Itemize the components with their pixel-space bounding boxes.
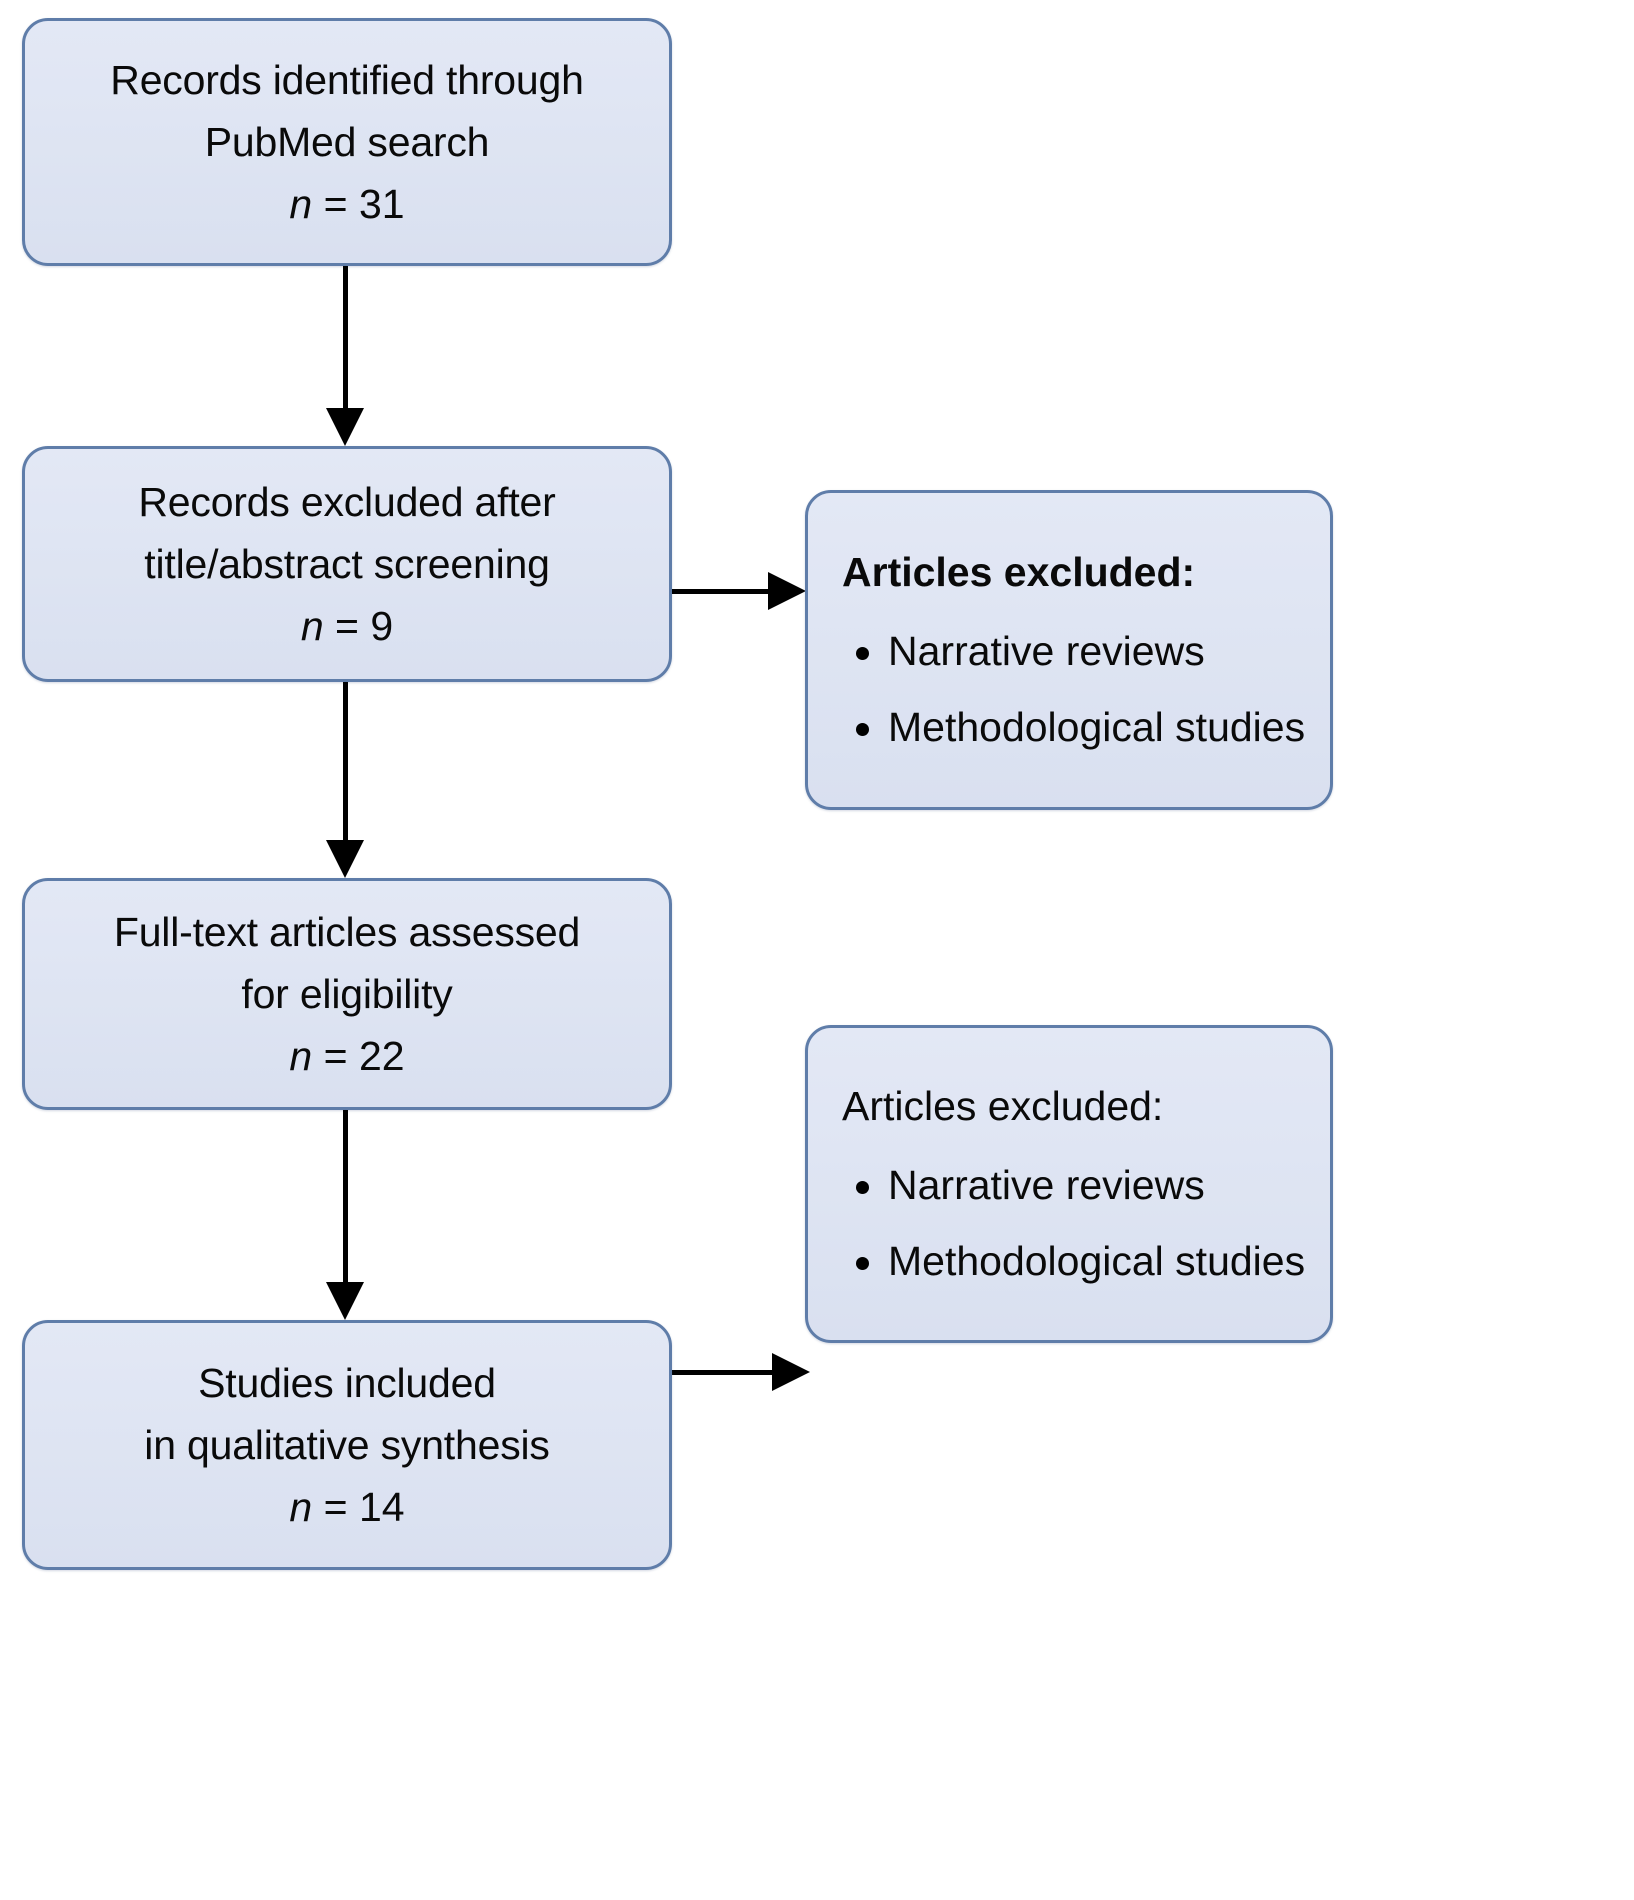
box-articles-excluded-1: Articles excluded: Narrative reviews Met…	[805, 490, 1333, 810]
n-value: = 14	[312, 1484, 405, 1531]
arrow-fulltext-to-included	[326, 1110, 364, 1320]
box-fulltext-assessed-line1: Full-text articles assessed	[113, 908, 581, 955]
arrow-screening-to-excluded-list	[672, 572, 806, 610]
box-studies-included-line2: in qualitative synthesis	[144, 1421, 550, 1468]
box-articles-excluded-1-list: Narrative reviews Methodological studies	[842, 621, 1346, 758]
list-item: Narrative reviews	[856, 621, 1346, 683]
arrow-fulltext-to-excluded-list	[658, 1353, 810, 1391]
arrow-identified-to-excluded	[326, 266, 364, 446]
box-studies-included: Studies included in qualitative synthesi…	[22, 1320, 672, 1570]
box-fulltext-assessed-line2: for eligibility	[241, 970, 453, 1017]
box-studies-included-count: n = 14	[289, 1476, 404, 1538]
box-fulltext-assessed: Full-text articles assessed for eligibil…	[22, 878, 672, 1110]
box-records-excluded-screening-count: n = 9	[301, 595, 393, 657]
box-records-identified-line2: PubMed search	[204, 118, 490, 165]
n-symbol: n	[289, 181, 313, 228]
box-records-excluded-screening-line2: title/abstract screening	[144, 540, 550, 587]
n-symbol: n	[289, 1033, 313, 1080]
box-articles-excluded-2-list: Narrative reviews Methodological studies	[842, 1155, 1346, 1292]
list-item: Methodological studies	[856, 697, 1346, 759]
box-articles-excluded-2-title: Articles excluded:	[842, 1082, 1164, 1129]
n-symbol: n	[289, 1484, 313, 1531]
box-articles-excluded-2: Articles excluded: Narrative reviews Met…	[805, 1025, 1333, 1343]
list-item: Narrative reviews	[856, 1155, 1346, 1217]
n-value: = 22	[312, 1033, 405, 1080]
box-records-identified: Records identified through PubMed search…	[22, 18, 672, 266]
arrow-excluded-to-fulltext	[326, 682, 364, 878]
n-value: = 9	[323, 603, 394, 650]
box-records-excluded-screening-line1: Records excluded after	[138, 478, 556, 525]
box-records-excluded-screening: Records excluded after title/abstract sc…	[22, 446, 672, 682]
box-records-identified-line1: Records identified through	[110, 56, 584, 103]
box-fulltext-assessed-count: n = 22	[289, 1025, 404, 1087]
box-articles-excluded-1-title: Articles excluded:	[842, 548, 1196, 595]
n-value: = 31	[312, 181, 405, 228]
box-records-identified-count: n = 31	[289, 173, 404, 235]
list-item: Methodological studies	[856, 1231, 1346, 1293]
box-studies-included-line1: Studies included	[198, 1359, 496, 1406]
n-symbol: n	[300, 603, 324, 650]
